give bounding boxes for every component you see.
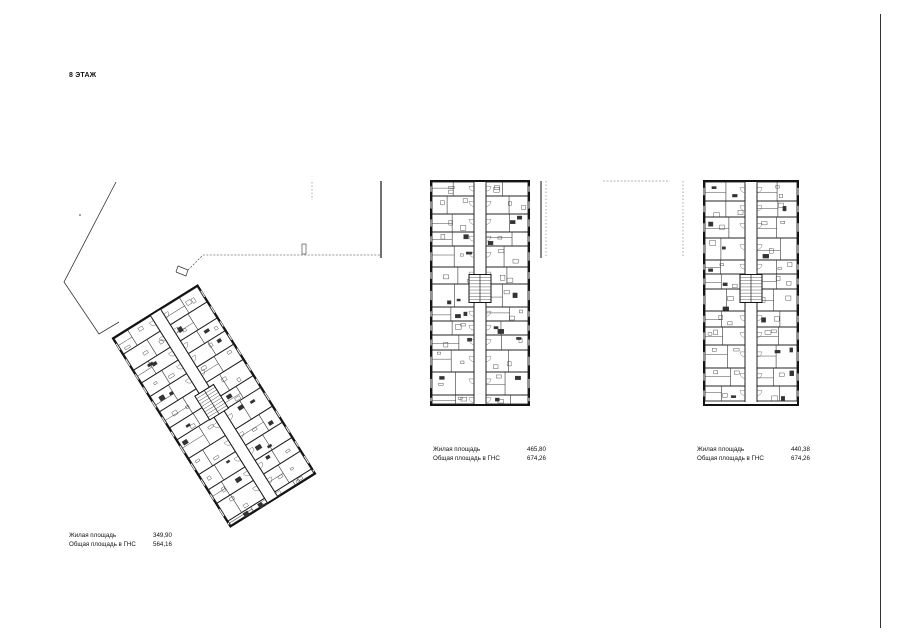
area-stats-a: Жилая площадь 349,90 Общая площадь в ГНС 5… [69, 531, 172, 549]
area-stats-c: Жилая площадь 440,38 Общая площадь в ГНС 6… [697, 445, 810, 463]
living-area-value: 349,90 [153, 532, 172, 539]
living-area-label: Жилая площадь [433, 446, 481, 453]
page-edge-line [880, 14, 881, 628]
living-area-label: Жилая площадь [697, 446, 745, 453]
living-area-label: Жилая площадь [69, 532, 117, 539]
total-area-value: 674,26 [527, 455, 546, 462]
area-stats-b: Жилая площадь 465,80 Общая площадь в ГНС 6… [433, 445, 546, 463]
total-area-label: Общая площадь в ГНС [433, 455, 500, 462]
living-area-value: 465,80 [527, 446, 546, 453]
total-area-label: Общая площадь в ГНС [69, 541, 136, 548]
total-area-value: 564,16 [153, 541, 172, 548]
page-title: 8 ЭТАЖ [69, 72, 97, 79]
total-area-label: Общая площадь в ГНС [697, 455, 764, 462]
floor-plan-a [111, 283, 317, 529]
total-area-value: 674,26 [791, 455, 810, 462]
living-area-value: 440,38 [791, 446, 810, 453]
floor-plan-b [429, 180, 531, 406]
floor-plan-c [702, 180, 800, 406]
